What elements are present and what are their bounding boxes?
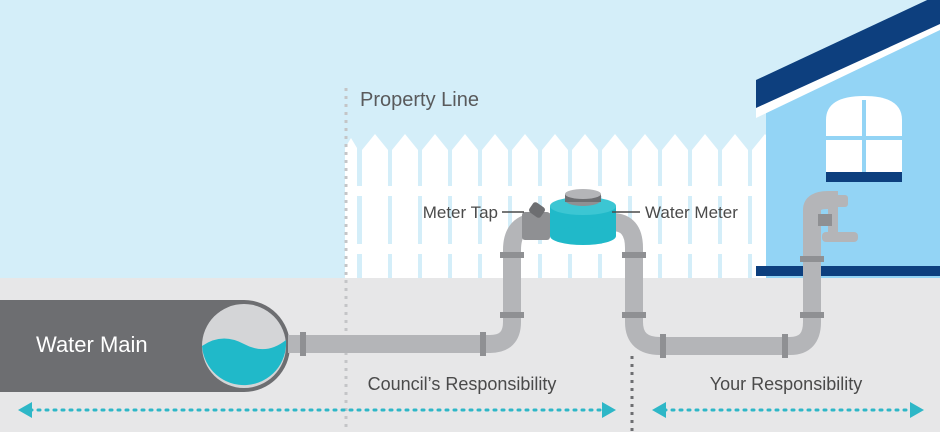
pipe-joint	[800, 312, 824, 318]
pipe-joint	[500, 252, 524, 258]
pipe-joint	[480, 332, 486, 356]
house-base-trim	[756, 266, 940, 276]
water-main-label: Water Main	[36, 332, 148, 357]
window-icon	[826, 96, 902, 182]
faucet-icon	[812, 195, 858, 242]
water-main: Water Main	[0, 300, 290, 392]
arrowhead-left	[18, 402, 32, 418]
meter-tap-icon	[522, 202, 550, 240]
pipe-joint	[782, 334, 788, 358]
house	[756, 0, 940, 278]
meter-tap-label: Meter Tap	[423, 203, 498, 222]
your-responsibility-label: Your Responsibility	[710, 374, 862, 394]
arrowhead-right	[910, 402, 924, 418]
council-responsibility-label: Council’s Responsibility	[368, 374, 557, 394]
pipe-joint	[800, 256, 824, 262]
water-meter-label: Water Meter	[645, 203, 738, 222]
pipe-joint	[622, 252, 646, 258]
arrowhead-right	[602, 402, 616, 418]
water-fill	[202, 338, 287, 386]
council-responsibility-arrow	[18, 402, 616, 418]
pipe-joints	[300, 252, 824, 358]
roof	[756, 0, 940, 108]
your-responsibility-arrow	[652, 402, 924, 418]
pipe-joint	[500, 312, 524, 318]
water-meter-icon	[550, 189, 616, 245]
pipe-joint	[300, 332, 306, 356]
property-line-label: Property Line	[360, 89, 479, 111]
pipe-joint	[660, 334, 666, 358]
pipe-joint	[622, 312, 646, 318]
arrowhead-left	[652, 402, 666, 418]
